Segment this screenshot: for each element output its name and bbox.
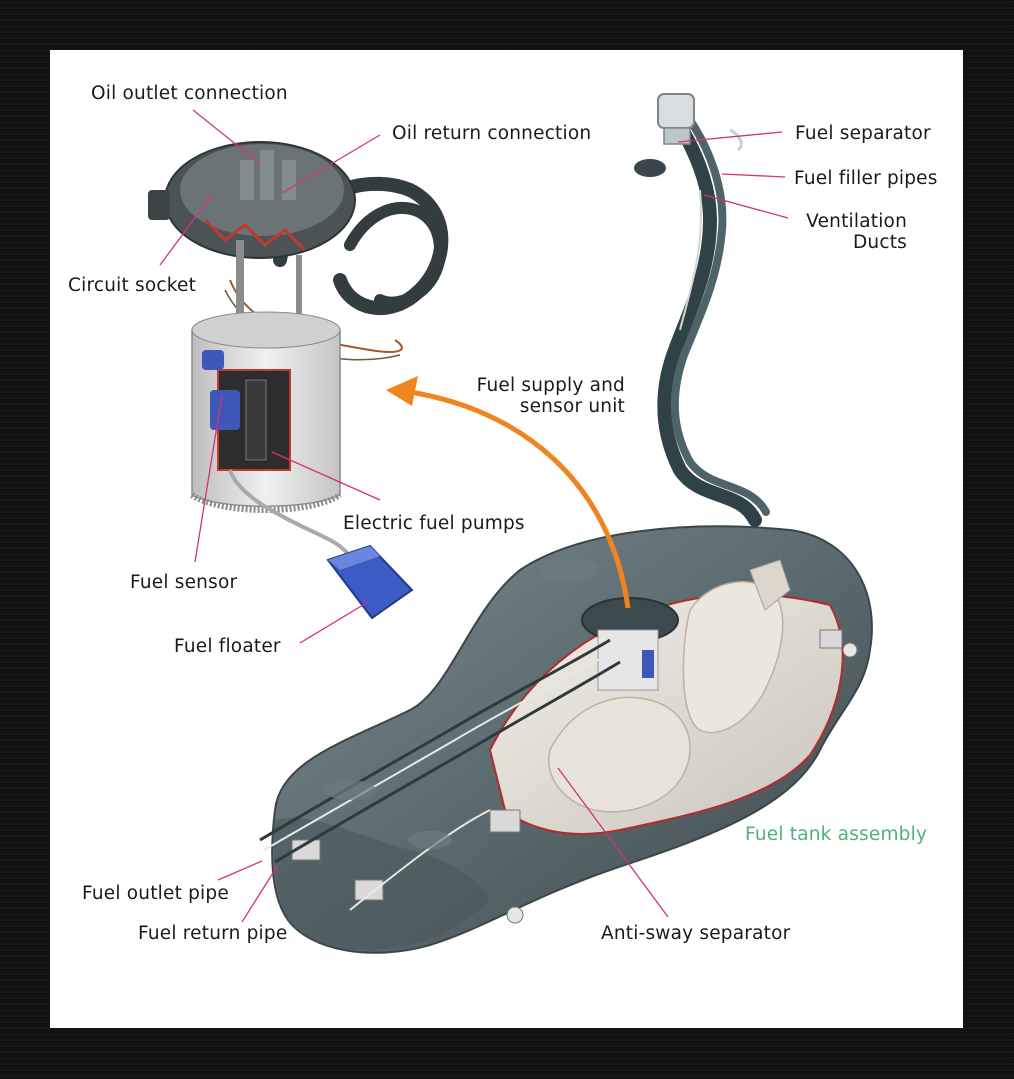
fuel-filler-pipes: [634, 93, 770, 527]
fuel-supply-sensor-unit: [148, 141, 449, 620]
label-fuel-outlet-pipe: Fuel outlet pipe: [82, 883, 229, 904]
flow-arrow: [386, 376, 631, 609]
diagram-panel: Oil outlet connection Oil return connect…: [50, 50, 963, 1028]
label-fuel-separator: Fuel separator: [795, 123, 931, 144]
label-ventilation-line1: Ventilation: [806, 211, 907, 232]
label-electric-fuel-pumps: Electric fuel pumps: [343, 513, 525, 534]
fuel-system-illustration: [148, 93, 873, 954]
label-fuel-filler-pipes: Fuel filler pipes: [794, 168, 938, 189]
label-fuel-supply-sensor-unit: Fuel supply and sensor unit: [435, 375, 625, 417]
label-fuel-tank-assembly: Fuel tank assembly: [745, 824, 928, 845]
label-anti-sway-separator: Anti-sway separator: [601, 923, 791, 944]
label-circuit-socket: Circuit socket: [68, 275, 197, 296]
label-ventilation-line2: Ducts: [852, 232, 907, 253]
leader-lines: [159, 109, 789, 923]
label-fuel-return-pipe: Fuel return pipe: [138, 923, 288, 944]
label-fuel-supply-line2: sensor unit: [519, 396, 625, 417]
label-fuel-supply-line1: Fuel supply and: [476, 375, 625, 396]
fuel-tank: [259, 525, 873, 954]
label-fuel-floater: Fuel floater: [174, 636, 281, 657]
label-oil-return-connection: Oil return connection: [392, 123, 592, 144]
label-ventilation-ducts: Ventilation Ducts: [750, 211, 907, 253]
label-fuel-sensor: Fuel sensor: [130, 572, 238, 593]
label-oil-outlet-connection: Oil outlet connection: [91, 83, 288, 104]
